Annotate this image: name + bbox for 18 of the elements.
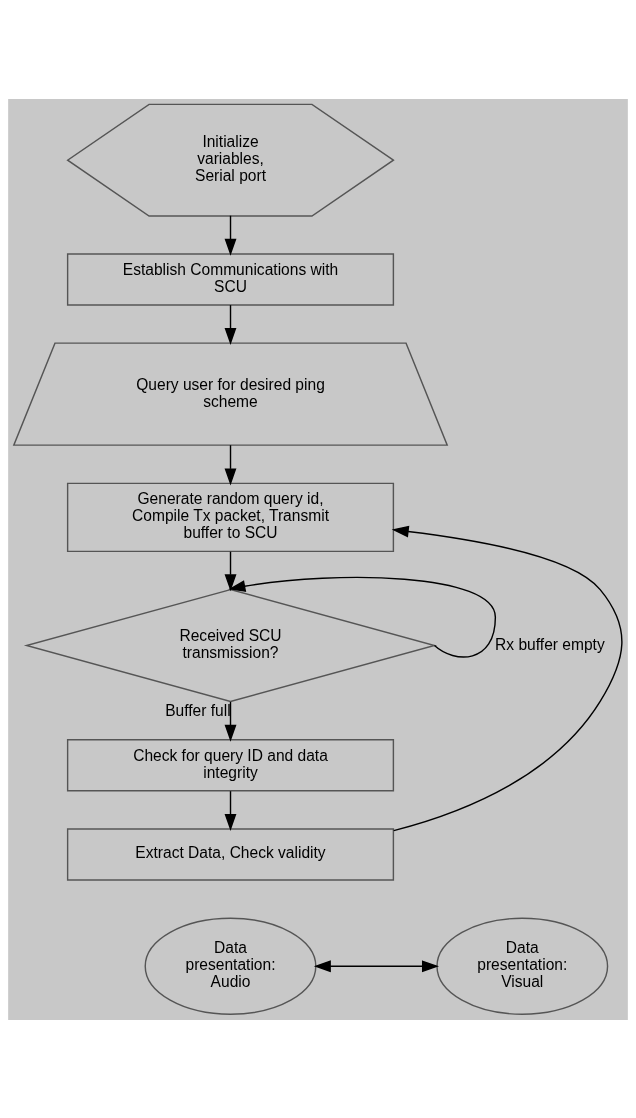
node-box: Generate random query id, Compile Tx packet, Transmit buffer to SCU [66, 482, 395, 552]
arrow [224, 700, 237, 742]
node-box: Extract Data, Check validity [66, 827, 395, 881]
node-ellipse: Data presentation: Visual [436, 917, 609, 1015]
arrow [313, 959, 439, 972]
node-box: Check for query ID and data integrity [66, 738, 395, 791]
node-ellipse: Data presentation: Audio [144, 917, 317, 1015]
edge-label: Rx buffer empty [495, 635, 605, 653]
node-box: Establish Communications with SCU [66, 252, 395, 306]
edge-label: Buffer full [165, 701, 231, 719]
arrow [224, 789, 237, 831]
arrow [391, 525, 623, 831]
arrow [224, 214, 237, 256]
arrow [224, 444, 237, 485]
arrow [224, 303, 237, 345]
arrow [224, 550, 237, 591]
arrow [228, 576, 497, 658]
node-diamond: Received SCU transmission? [23, 588, 438, 702]
